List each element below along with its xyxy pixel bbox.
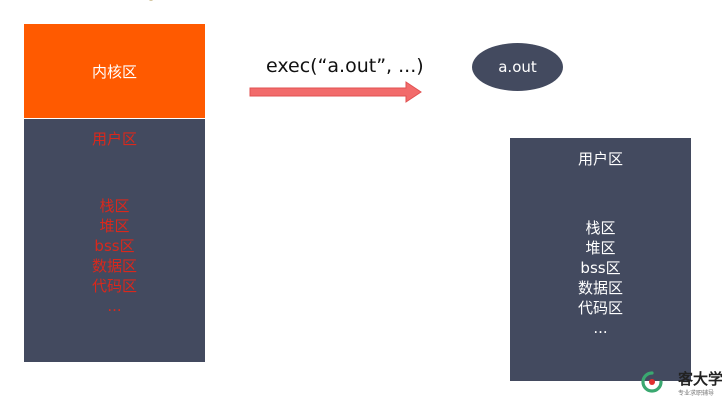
program-file-ellipse: a.out [472,43,563,91]
kernel-space-block: 内核区 [24,24,205,118]
segment-list-after: 栈区 堆区 bss区 数据区 代码区 ... [510,218,691,338]
watermark-logo: 客大学 专业求职辅导 [640,366,722,406]
segment-stack-after: 栈区 [585,219,616,237]
segment-data-before: 数据区 [91,257,137,275]
kernel-space-label: 内核区 [91,62,137,81]
user-space-label-before: 用户区 [91,130,137,148]
process-memory-before: 内核区 用户区 栈区 堆区 bss区 数据区 代码区 ... [24,24,205,362]
right-arrow-icon [249,81,422,103]
program-file-label: a.out [498,58,537,76]
segment-heap-after: 堆区 [585,239,616,257]
segment-bss-before: bss区 [94,237,135,255]
segment-code-after: 代码区 [577,299,623,317]
user-space-label-after: 用户区 [577,150,623,168]
watermark-title: 客大学 [678,370,722,388]
segment-ellipsis-before: ... [107,297,122,315]
stray-corner-mark [149,0,153,1]
segment-data-after: 数据区 [577,279,623,297]
watermark-subtitle: 专业求职辅导 [678,390,715,397]
segment-heap-before: 堆区 [99,217,130,235]
segment-ellipsis-after: ... [593,319,608,337]
user-space-block-after: 用户区 栈区 堆区 bss区 数据区 代码区 ... [510,138,691,381]
segment-stack-before: 栈区 [99,197,130,215]
segment-code-before: 代码区 [91,277,137,295]
user-space-block-before: 用户区 栈区 堆区 bss区 数据区 代码区 ... [24,119,205,362]
logo-mark-icon [641,371,663,393]
segment-list-before: 栈区 堆区 bss区 数据区 代码区 ... [24,196,205,316]
exec-call-label: exec(“a.out”, ...) [266,55,424,77]
segment-bss-after: bss区 [580,259,621,277]
